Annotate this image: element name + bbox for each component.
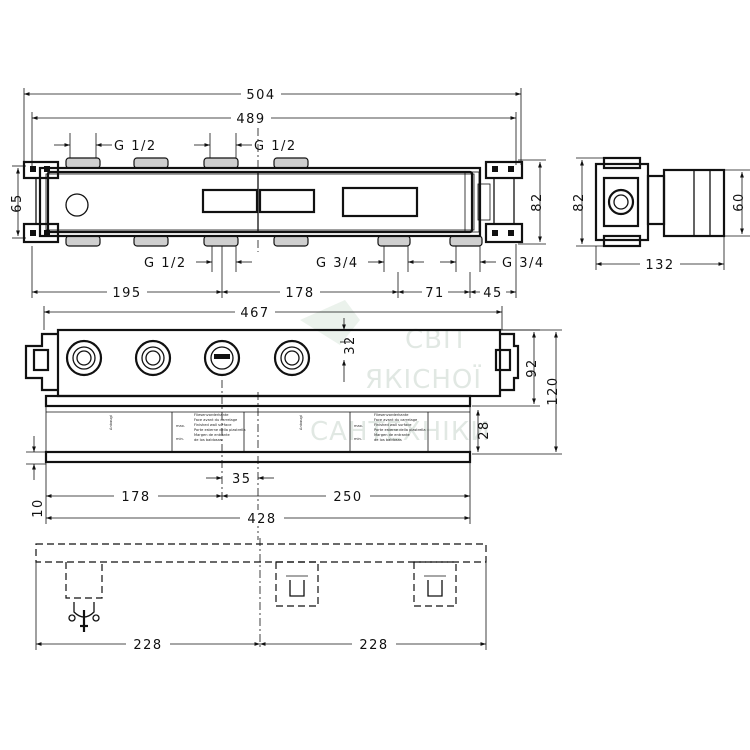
dim-489: 489: [236, 112, 265, 127]
left-bracket: [22, 160, 60, 244]
dim-g34-bottom-a: G 3/4: [316, 256, 359, 271]
svg-text:Face avant du carrelage: Face avant du carrelage: [374, 418, 418, 422]
svg-text:min.: min.: [354, 437, 362, 441]
dim-228-left: 228: [133, 638, 162, 653]
dim-120: 120: [546, 376, 561, 405]
top-body: [38, 166, 482, 238]
dim-45: 45: [483, 286, 503, 301]
dim-g12-top-right: G 1/2: [254, 139, 297, 154]
right-bracket: [477, 160, 524, 244]
dim-82-side: 82: [572, 192, 587, 212]
label-block-left: Fliesenvorderkante Face avant du carrela…: [109, 412, 246, 452]
svg-text:Margen de entrante: Margen de entrante: [374, 433, 411, 437]
svg-text:de los baldosas: de los baldosas: [194, 438, 222, 442]
dim-132: 132: [645, 258, 674, 273]
watermark: СВІТ ЯКІСНОЇ САНТЕХНІКИ: [300, 300, 491, 447]
outlet-right: [413, 561, 457, 607]
dim-178-top: 178: [285, 286, 314, 301]
svg-text:de los baldosas: de los baldosas: [374, 438, 402, 442]
watermark-line-3: САНТЕХНІКИ: [310, 417, 491, 447]
bottom-outline: [35, 543, 487, 563]
dim-g34-bottom-b: G 3/4: [502, 256, 545, 271]
outlet-left: [275, 561, 319, 607]
dim-178-front: 178: [121, 490, 150, 505]
label-block-right: Fliesenvorderkante Face avant du carrela…: [299, 412, 429, 452]
svg-text:Face avant du carrelage: Face avant du carrelage: [194, 418, 238, 422]
dim-10: 10: [31, 498, 46, 518]
svg-text:Anbaugl: Anbaugl: [109, 415, 113, 430]
svg-text:max.: max.: [354, 424, 363, 428]
dim-g12-top-left: G 1/2: [114, 139, 157, 154]
dim-504: 504: [246, 88, 275, 103]
dim-428: 428: [247, 512, 276, 527]
svg-text:Porte esterne della piastrella: Porte esterne della piastrella: [374, 428, 426, 432]
dim-195: 195: [112, 286, 141, 301]
side-view: 82 60 132: [572, 156, 750, 273]
svg-text:Anbaugl: Anbaugl: [299, 415, 303, 430]
svg-text:Fliesenvorderkante: Fliesenvorderkante: [194, 413, 229, 417]
dim-82-top: 82: [530, 192, 545, 212]
dim-32: 32: [343, 335, 358, 355]
svg-text:Finished wall surface: Finished wall surface: [374, 423, 412, 427]
svg-text:Porte esterne della piastrella: Porte esterne della piastrella: [194, 428, 246, 432]
svg-text:max.: max.: [176, 424, 185, 428]
top-view: 504 489 G 1/2 G 1/2: [10, 86, 546, 301]
dim-467: 467: [240, 306, 269, 321]
dim-g12-bottom: G 1/2: [144, 256, 187, 271]
dim-71: 71: [425, 286, 445, 301]
svg-text:Finished wall surface: Finished wall surface: [194, 423, 232, 427]
dim-92: 92: [525, 358, 540, 378]
dim-228-right: 228: [359, 638, 388, 653]
svg-text:Fliesenvorderkante: Fliesenvorderkante: [374, 413, 409, 417]
bottom-view: 228 228: [35, 538, 487, 653]
dim-28: 28: [477, 420, 492, 440]
front-ports: [65, 339, 311, 377]
dim-60: 60: [732, 192, 747, 212]
dim-35: 35: [232, 472, 252, 487]
watermark-line-2: ЯКІСНОЇ: [365, 363, 482, 395]
dim-65: 65: [10, 193, 25, 213]
svg-text:Margen de entrante: Margen de entrante: [194, 433, 231, 437]
front-view: 467 Fliesenvorderkante: [24, 304, 562, 540]
cartridge-round-icon: [65, 193, 89, 217]
dim-250: 250: [333, 490, 362, 505]
bottom-connectors: [65, 235, 483, 247]
svg-text:min.: min.: [176, 437, 184, 441]
top-connectors: [65, 157, 309, 169]
